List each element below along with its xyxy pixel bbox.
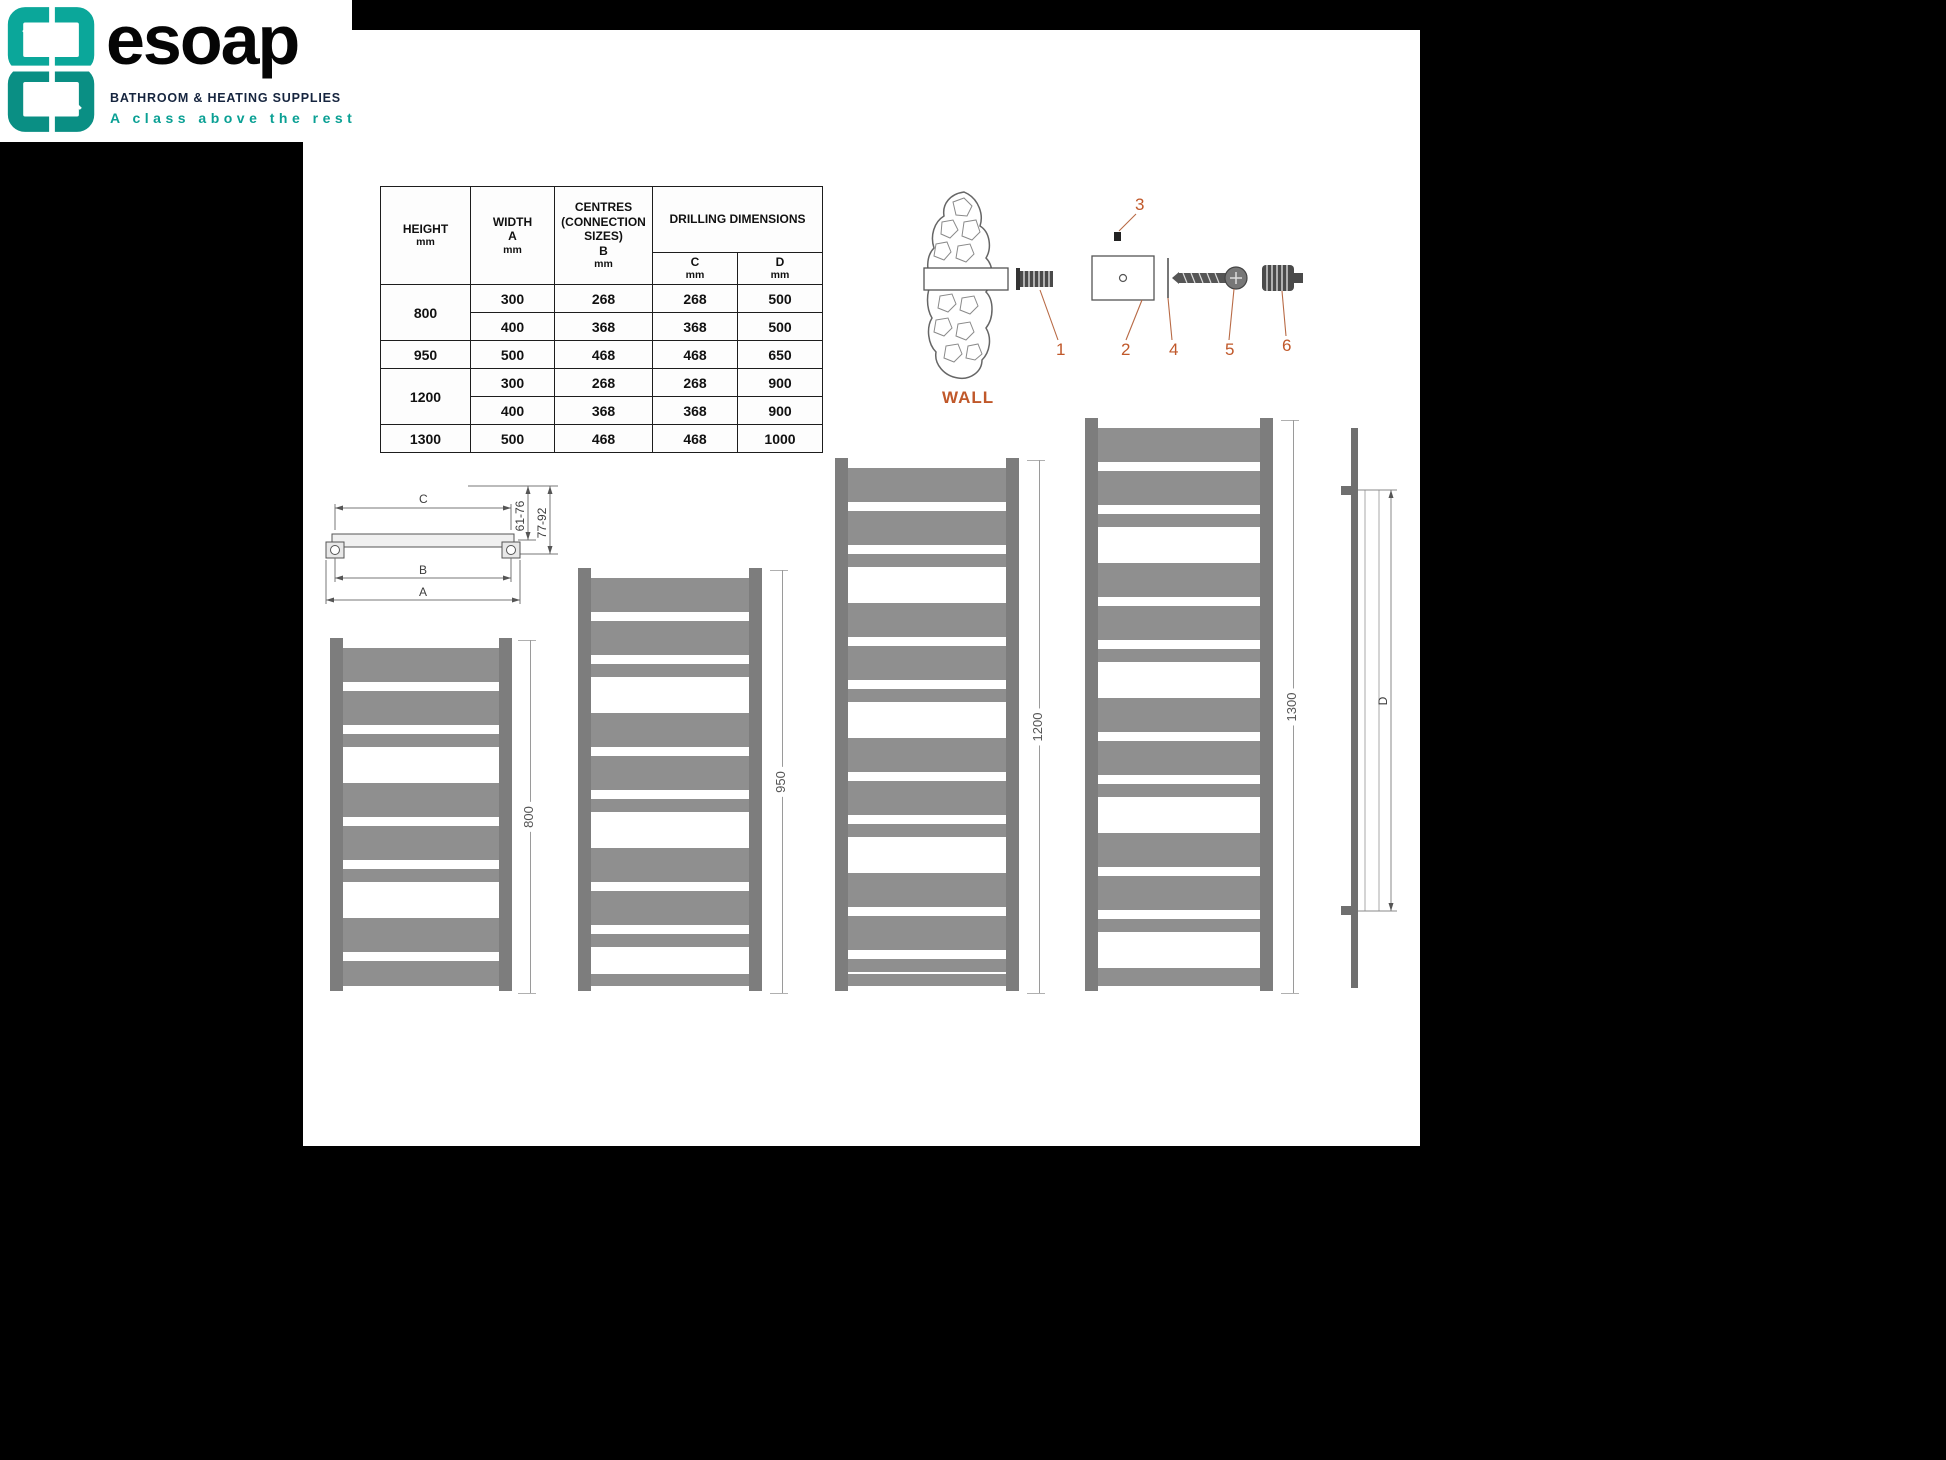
spec-table: HEIGHT mm WIDTH A mm CENTRES (CONNECTION… [380,186,824,453]
cell-height: 800 [380,284,471,341]
table-row: 400 368 368 500 [381,312,824,341]
radiator-950 [578,568,762,991]
cell-height: 1200 [380,368,471,425]
cell-centres: 468 [554,424,653,453]
bottom-connection-stub [1341,906,1351,915]
radiator-side-tube [1085,418,1098,991]
wall-plug-part [1016,268,1053,290]
col-header-d: D mm [736,252,824,285]
height-dimension-800: 800 [518,640,544,994]
side-view-rail [1351,428,1358,988]
radiator-body [330,648,512,986]
cell-c: 468 [652,424,738,453]
radiator-1200 [835,458,1019,991]
table-row: 800 300 268 268 500 [380,284,824,341]
brand-tagline: A class above the rest [110,110,357,126]
radiator-side-view: D [1341,428,1397,988]
part-number-6: 6 [1282,336,1291,355]
grub-screw-part [1114,232,1121,241]
col-header-drilling: DRILLING DIMENSIONS [651,186,824,253]
height-label: 800 [521,802,536,832]
height-dimension-950: 950 [770,570,796,994]
cell-centres: 268 [554,284,653,313]
radiator-side-tube [749,568,762,991]
cell-height: 950 [380,340,471,369]
dim-b-label: B [419,563,427,577]
cell-c: 368 [652,396,738,425]
d-dimension-lines [1358,489,1397,912]
cell-c: 268 [652,368,738,397]
table-row: 1200 300 268 268 900 [380,368,824,425]
radiator-side-tube [835,458,848,991]
height-dimension-1200: 1200 [1027,460,1053,994]
wall-installation-diagram: 1 2 3 4 5 6 WALL [923,191,1303,407]
radiator-800 [330,638,512,991]
leader-lines [1039,213,1287,341]
col-header-height: HEIGHT mm [380,186,471,285]
cell-width: 500 [470,340,555,369]
radiator-body [1085,428,1273,986]
part-number-1: 1 [1056,340,1065,359]
cell-width: 400 [470,312,555,341]
table-row: 950 500 468 468 650 [380,340,824,369]
radiator-1300 [1085,418,1273,991]
cell-d: 900 [736,396,824,425]
brand-name: esoap [106,1,300,79]
part-number-3: 3 [1135,195,1144,214]
top-view-dimension-drawing: C B A 61-76 77-92 [325,485,558,604]
height-label: 1300 [1284,688,1299,726]
height-label: 1200 [1030,708,1045,746]
wall-stone-pattern [933,197,983,363]
brand-subtitle: BATHROOM & HEATING SUPPLIES [110,91,341,105]
cell-d: 500 [736,284,824,313]
screw-part [1172,266,1248,290]
wall-drill-slot [923,267,1009,291]
cell-d: 900 [736,368,824,397]
radiator-side-tube [1260,418,1273,991]
cell-c: 468 [652,340,738,369]
dim-c-label: C [419,492,428,506]
d-dimension-label: D [1376,696,1390,705]
spec-table-wrap: HEIGHT mm WIDTH A mm CENTRES (CONNECTION… [380,186,824,453]
radiator-side-tube [330,638,343,991]
dimension-arrows [326,486,553,603]
col-header-c: C mm [652,252,738,285]
cell-height: 1300 [380,424,471,453]
esoap-logo-icon [5,5,99,135]
cell-d: 1000 [736,424,824,453]
part-number-2: 2 [1121,340,1130,359]
col-header-width: WIDTH A mm [470,186,555,285]
top-connection-stub [1341,486,1351,495]
radiator-side-tube [1006,458,1019,991]
radiator-side-tube [499,638,512,991]
part-number-5: 5 [1225,340,1234,359]
radiator-side-tube [578,568,591,991]
height-label: 950 [773,767,788,797]
part-number-4: 4 [1169,340,1178,359]
cap-part [1262,265,1303,291]
cell-width: 300 [470,368,555,397]
cell-width: 400 [470,396,555,425]
bracket-plate-part [1091,255,1155,301]
cell-c: 268 [652,284,738,313]
cell-d: 650 [736,340,824,369]
radiator-body [578,578,762,986]
cell-width: 300 [470,284,555,313]
wall-label: WALL [942,388,994,407]
cell-centres: 368 [554,312,653,341]
logo-box: esoap BATHROOM & HEATING SUPPLIES A clas… [0,0,352,142]
radiator-body [835,468,1019,986]
col-header-centres: CENTRES (CONNECTION SIZES) B mm [554,186,653,285]
cell-centres: 468 [554,340,653,369]
height-dimension-1300: 1300 [1281,420,1307,994]
cell-centres: 368 [554,396,653,425]
dim-a-label: A [419,585,427,599]
table-row: 1300 500 468 468 1000 [380,424,824,453]
cell-centres: 268 [554,368,653,397]
cell-d: 500 [736,312,824,341]
depth-range-1-label: 61-76 [513,500,527,531]
depth-range-2-label: 77-92 [535,507,549,538]
cell-c: 368 [652,312,738,341]
cell-width: 500 [470,424,555,453]
